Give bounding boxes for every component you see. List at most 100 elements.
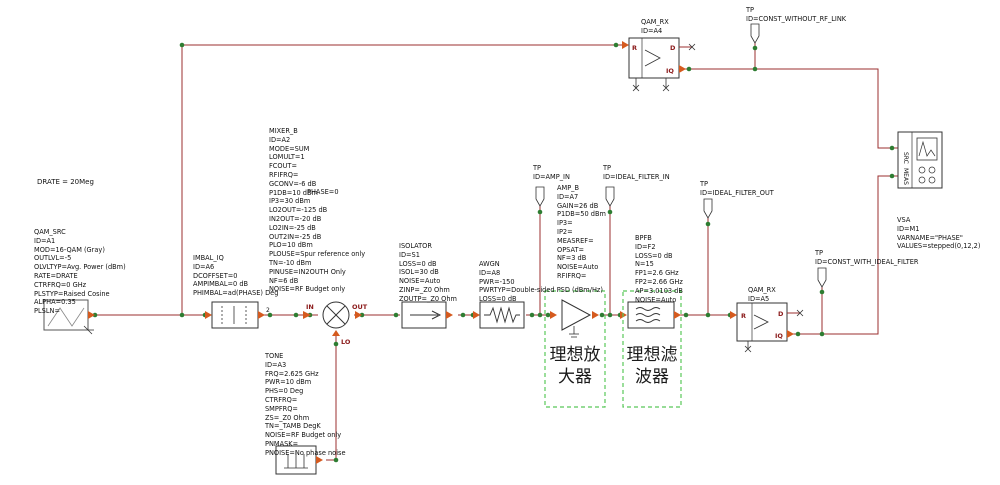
param-line: FP1=2.6 GHz — [635, 269, 679, 278]
param-line: PLO=10 dBm — [269, 241, 313, 250]
param-line: QAM_RX — [748, 286, 776, 294]
ideal-filter-line-1: 理想滤 — [626, 345, 678, 365]
param-line: ISOL=30 dB — [399, 268, 439, 277]
param-line: NF=6 dB — [269, 276, 299, 285]
ideal-amp-line-1: 理想放 — [549, 345, 601, 365]
mixer-in-label: IN — [306, 303, 314, 311]
param-line: LOSS=0 dB — [479, 295, 517, 304]
tone-block[interactable] — [275, 445, 323, 475]
param-line: ID=A5 — [748, 294, 770, 303]
param-line: PHIMBAL=ad(PHASE) Deg — [193, 289, 279, 298]
svg-text:2: 2 — [266, 307, 270, 314]
wires — [95, 43, 898, 461]
param-line: ID=S1 — [399, 250, 420, 259]
param-line: RFIFRQ= — [269, 170, 299, 179]
param-line: ISOLATOR — [399, 242, 432, 250]
param-line: PWR=10 dBm — [265, 378, 312, 387]
mixer-phase-param: PHASE=0 — [307, 188, 339, 196]
param-line: ID=A2 — [269, 135, 291, 144]
param-line: PHS=0 Deg — [265, 387, 304, 396]
param-line: PNMASK= — [265, 439, 299, 448]
param-line: MEASREF= — [557, 236, 594, 245]
qam-rx-a4-block[interactable]: R D IQ — [622, 37, 696, 92]
mixer-out-label: OUT — [352, 303, 368, 311]
param-line: GAIN=26 dB — [557, 201, 599, 210]
param-line: AP=3.0103 dB — [635, 286, 683, 295]
param-line: ID=A6 — [193, 262, 215, 271]
param-line: NOISE=Auto — [399, 277, 441, 286]
param-line: LO2IN=-25 dB — [269, 223, 316, 232]
param-line: RFIFRQ= — [557, 271, 587, 280]
bandpass-filter-block[interactable] — [620, 301, 681, 329]
mixer-lo-label: LO — [341, 338, 351, 346]
param-line: BPFB — [635, 234, 652, 242]
isolator-block[interactable] — [401, 301, 453, 329]
param-line: OPSAT= — [557, 245, 585, 254]
imbal-iq-block[interactable]: 2 — [205, 301, 270, 329]
param-line: OUT2IN=-25 dB — [269, 232, 322, 241]
param-line: VALUES=stepped(0,12,2) — [897, 242, 981, 251]
param-line: TP — [746, 6, 755, 14]
param-line: TN=-10 dBm — [269, 258, 312, 267]
param-line: ID=F2 — [635, 242, 656, 251]
param-line: TN=_TAMB DegK — [265, 422, 321, 431]
svg-text:R: R — [741, 312, 746, 320]
svg-text:D: D — [670, 44, 676, 52]
param-line: MIXER_B — [269, 127, 298, 135]
param-line: AWGN — [479, 260, 500, 268]
param-line: PLOUSE=Spur reference only — [269, 250, 366, 259]
param-line: PWRTYP=Double-sided PSD (dBm/Hz) — [479, 286, 603, 295]
param-line: N=15 — [635, 260, 654, 269]
param-line: ID=A4 — [641, 26, 663, 35]
ideal-amp-frame — [544, 290, 606, 408]
param-line: ID=M1 — [897, 224, 920, 233]
param-line: ALPHA=0.35 — [34, 298, 76, 307]
mixer-block[interactable]: IN OUT LO — [303, 301, 368, 346]
awgn-block[interactable] — [473, 301, 525, 329]
param-line: ID=CONST_WITH_IDEAL_FILTER — [815, 257, 919, 266]
vsa-block[interactable]: SRC MEAS — [897, 131, 943, 189]
param-line: QAM_SRC — [34, 228, 66, 236]
param-line: RATE=DRATE — [34, 271, 78, 280]
ideal-filter-frame — [622, 290, 682, 408]
param-line: FP2=2.66 GHz — [635, 277, 683, 286]
param-line: ID=AMP_IN — [533, 172, 570, 181]
qam-src-block[interactable] — [43, 299, 95, 335]
param-line: ID=A7 — [557, 192, 579, 201]
param-line: DCOFFSET=0 — [193, 271, 238, 280]
junction-nodes — [92, 42, 895, 463]
ideal-filter-line-2: 波器 — [635, 367, 669, 387]
qam-rx-a5-block[interactable]: R D IQ — [730, 302, 804, 353]
param-line: ZS=_Z0 Ohm — [265, 413, 310, 422]
amplifier-block[interactable] — [550, 299, 599, 338]
param-line: TP — [815, 249, 824, 257]
param-line: ID=A3 — [265, 360, 287, 369]
param-line: IP3=30 dBm — [269, 197, 311, 206]
vsa-src-label: SRC — [902, 152, 909, 164]
param-line: IN2OUT=-20 dB — [269, 214, 322, 223]
ideal-amp-annotation: 理想放 大器 — [545, 344, 605, 388]
param-line: PLSLN= — [34, 307, 60, 316]
test-point-probes — [535, 23, 827, 288]
param-line: QAM_RX — [641, 18, 669, 26]
param-line: OLVLTYP=Avg. Power (dBm) — [34, 263, 126, 272]
param-line: P1DB=50 dBm — [557, 210, 606, 219]
param-line: FRQ=2.625 GHz — [265, 369, 319, 378]
param-line: TONE — [265, 352, 284, 360]
param-line: NOISE=Auto — [557, 263, 599, 272]
param-line: LO2OUT=-125 dB — [269, 206, 328, 215]
vsa-meas-label: MEAS — [902, 168, 909, 185]
